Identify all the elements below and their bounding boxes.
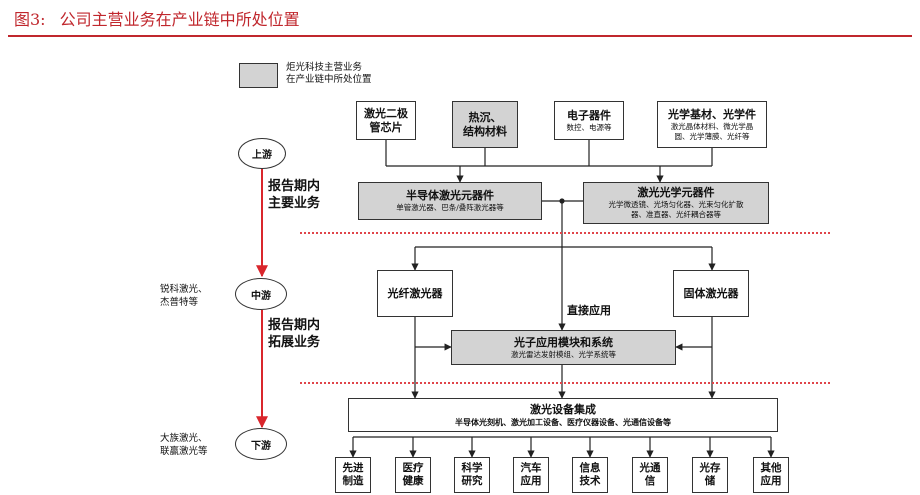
solid-state-laser: 固体激光器	[673, 270, 749, 317]
app-5-line-2: 信	[644, 475, 656, 487]
module-sub: 激光雷达发射模组、光学系统等	[511, 349, 616, 359]
app-6-line-2: 储	[704, 475, 716, 487]
midstream-companies-line-2: 杰普特等	[160, 297, 199, 308]
legend-swatch	[239, 63, 278, 88]
app-0-line-2: 制造	[342, 475, 364, 487]
input-3-line-1: 光学基材、光学件	[668, 107, 756, 121]
app-7-line-2: 应用	[760, 475, 782, 487]
integration-main: 激光设备集成	[530, 403, 596, 416]
app-other-applications: 其他 应用	[753, 457, 789, 493]
app-information-technology: 信息 技术	[572, 457, 608, 493]
legend-line-1: 炬光科技主营业务	[286, 62, 363, 73]
input-0-line-2: 管芯片	[369, 120, 403, 134]
legend-label: 炬光科技主营业务 在产业链中所处位置	[286, 62, 372, 86]
downstream-companies: 大族激光、 联赢激光等	[160, 432, 208, 458]
direct-application-label: 直接应用	[567, 304, 611, 317]
integration-sub: 半导体光刻机、激光加工设备、医疗仪器设备、光通信设备等	[455, 417, 671, 427]
module-main: 光子应用模块和系统	[514, 335, 613, 349]
downstream-companies-line-1: 大族激光、	[160, 433, 208, 444]
input-laser-diode-chip: 激光二极 管芯片	[356, 101, 416, 140]
app-6-line-1: 光存	[699, 462, 721, 474]
laser-optical-components: 激光光学元器件 光学微透镜、光场匀化器、光束匀化扩散 器、准直器、光纤耦合器等	[583, 182, 769, 224]
app-7-line-1: 其他	[760, 462, 782, 474]
fiber-laser: 光纤激光器	[377, 270, 453, 317]
input-1-line-2: 结构材料	[463, 124, 507, 138]
laser-equipment-integration: 激光设备集成 半导体光刻机、激光加工设备、医疗仪器设备、光通信设备等	[348, 398, 778, 432]
downstream-companies-line-2: 联赢激光等	[160, 446, 208, 457]
upstream-midstream-divider	[300, 232, 830, 234]
photonic-application-module: 光子应用模块和系统 激光雷达发射模组、光学系统等	[451, 330, 676, 365]
app-1-line-2: 健康	[402, 475, 424, 487]
optic-main: 激光光学元器件	[637, 186, 715, 199]
app-3-line-2: 应用	[520, 475, 542, 487]
optic-sub-1: 光学微透镜、光场匀化器、光束匀化扩散	[608, 200, 744, 209]
app-4-line-2: 技术	[579, 475, 601, 487]
stage-downstream-label: 下游	[251, 440, 271, 452]
midstream-companies-line-1: 锐科激光、	[160, 284, 208, 295]
input-2-sub-1: 数控、电源等	[566, 122, 612, 132]
input-3-sub-2: 圆、光学薄膜、光纤等	[674, 131, 750, 141]
stage-upstream-label: 上游	[252, 150, 272, 161]
input-optical-materials: 光学基材、光学件 激光晶体材料、微光学晶 圆、光学薄膜、光纤等	[657, 101, 767, 148]
stage-upstream: 上游	[238, 138, 286, 169]
stage-midstream: 中游	[235, 278, 287, 310]
figure-number: 图3:	[14, 10, 46, 29]
semi-main: 半导体激光元器件	[406, 189, 494, 202]
fiber-laser-label: 光纤激光器	[387, 286, 443, 300]
input-1-line-1: 热沉、	[468, 110, 502, 124]
midstream-note-line-2: 拓展业务	[268, 335, 321, 350]
upstream-note-line-1: 报告期内	[268, 179, 321, 194]
input-electronic-devices: 电子器件 数控、电源等	[554, 101, 624, 140]
input-heatsink-structural: 热沉、 结构材料	[452, 101, 518, 148]
stage-downstream: 下游	[235, 428, 287, 460]
solid-laser-label: 固体激光器	[683, 286, 739, 300]
midstream-downstream-divider	[300, 382, 830, 384]
midstream-note-line-1: 报告期内	[268, 318, 321, 333]
semiconductor-laser-components: 半导体激光元器件 单管激光器、巴条/叠阵激光器等	[358, 182, 542, 220]
midstream-note: 报告期内 拓展业务	[268, 317, 320, 351]
figure-caption: 公司主营业务在产业链中所处位置	[59, 10, 300, 29]
app-4-line-1: 信息	[579, 462, 601, 474]
app-optical-storage: 光存 储	[692, 457, 728, 493]
title-underline	[8, 35, 912, 37]
semi-sub: 单管激光器、巴条/叠阵激光器等	[396, 203, 504, 212]
app-5-line-1: 光通	[639, 462, 661, 474]
upstream-note-line-2: 主要业务	[268, 196, 321, 211]
app-scientific-research: 科学 研究	[454, 457, 490, 493]
figure-title: 图3: 公司主营业务在产业链中所处位置	[14, 6, 300, 30]
input-2-line-1: 电子器件	[567, 108, 611, 122]
app-medical-health: 医疗 健康	[395, 457, 431, 493]
app-3-line-1: 汽车	[520, 462, 542, 474]
app-automotive: 汽车 应用	[513, 457, 549, 493]
midstream-companies: 锐科激光、 杰普特等	[160, 283, 208, 309]
upstream-note: 报告期内 主要业务	[268, 178, 320, 212]
legend-line-2: 在产业链中所处位置	[286, 74, 372, 85]
app-2-line-2: 研究	[461, 475, 483, 487]
app-advanced-manufacturing: 先进 制造	[335, 457, 371, 493]
app-1-line-1: 医疗	[402, 462, 424, 474]
stage-midstream-label: 中游	[251, 290, 271, 302]
input-3-sub-1: 激光晶体材料、微光学晶	[670, 121, 754, 131]
optic-sub-2: 器、准直器、光纤耦合器等	[631, 210, 721, 219]
input-0-line-1: 激光二极	[364, 106, 408, 120]
app-optical-communication: 光通 信	[632, 457, 668, 493]
app-0-line-1: 先进	[342, 462, 364, 474]
app-2-line-1: 科学	[461, 462, 483, 474]
